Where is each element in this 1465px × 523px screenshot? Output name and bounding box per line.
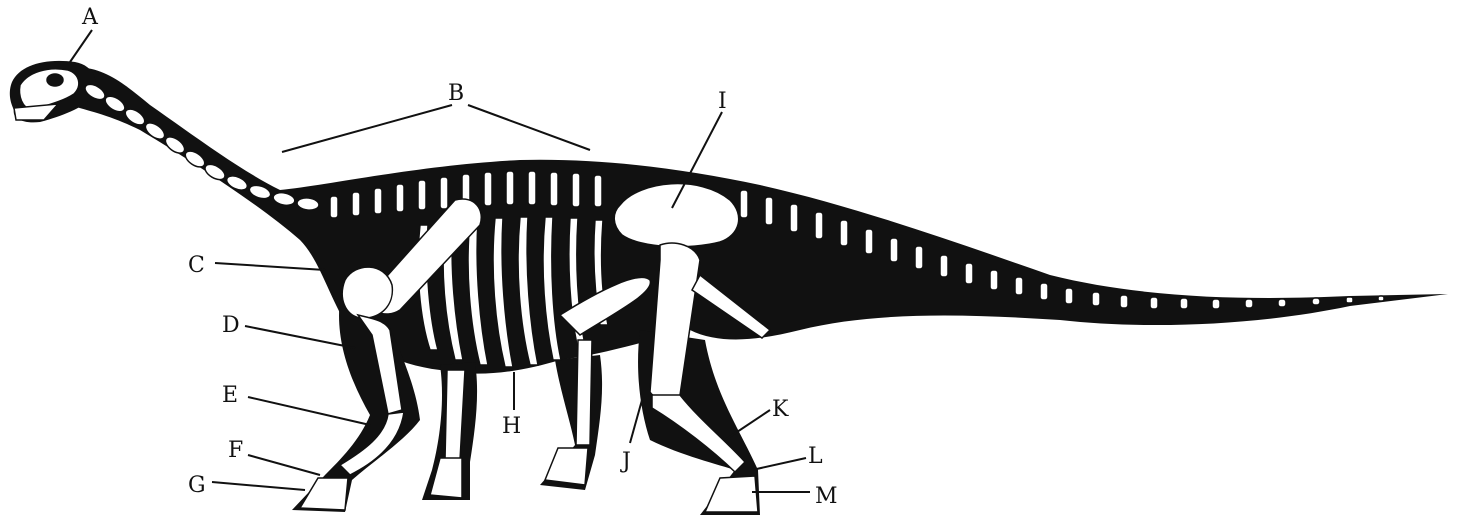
- leader-F: [248, 455, 320, 475]
- leader-C: [215, 263, 325, 270]
- label-J: J: [620, 449, 631, 474]
- label-H: H: [502, 414, 521, 439]
- label-G: G: [188, 473, 206, 498]
- leader-E: [248, 397, 370, 425]
- label-K: K: [772, 397, 789, 422]
- far-tibia: [576, 340, 592, 445]
- far-hind-foot: [545, 448, 588, 485]
- hind-foot-near: [705, 476, 758, 512]
- leader-G: [212, 482, 305, 490]
- label-C: C: [188, 253, 205, 278]
- leader-B-left: [282, 105, 452, 152]
- leader-L: [752, 458, 806, 470]
- leader-D: [245, 326, 355, 348]
- label-D: D: [222, 313, 240, 338]
- label-B: B: [448, 81, 464, 106]
- leader-B-right: [468, 105, 590, 150]
- shoulder-joint: [342, 267, 392, 318]
- leader-J: [630, 400, 642, 443]
- leader-A: [70, 30, 92, 62]
- label-I: I: [718, 89, 727, 114]
- eye-socket: [47, 74, 63, 86]
- label-F: F: [228, 438, 243, 463]
- label-M: M: [815, 484, 838, 509]
- label-E: E: [222, 383, 238, 408]
- label-L: L: [808, 444, 823, 469]
- label-A: A: [81, 5, 99, 30]
